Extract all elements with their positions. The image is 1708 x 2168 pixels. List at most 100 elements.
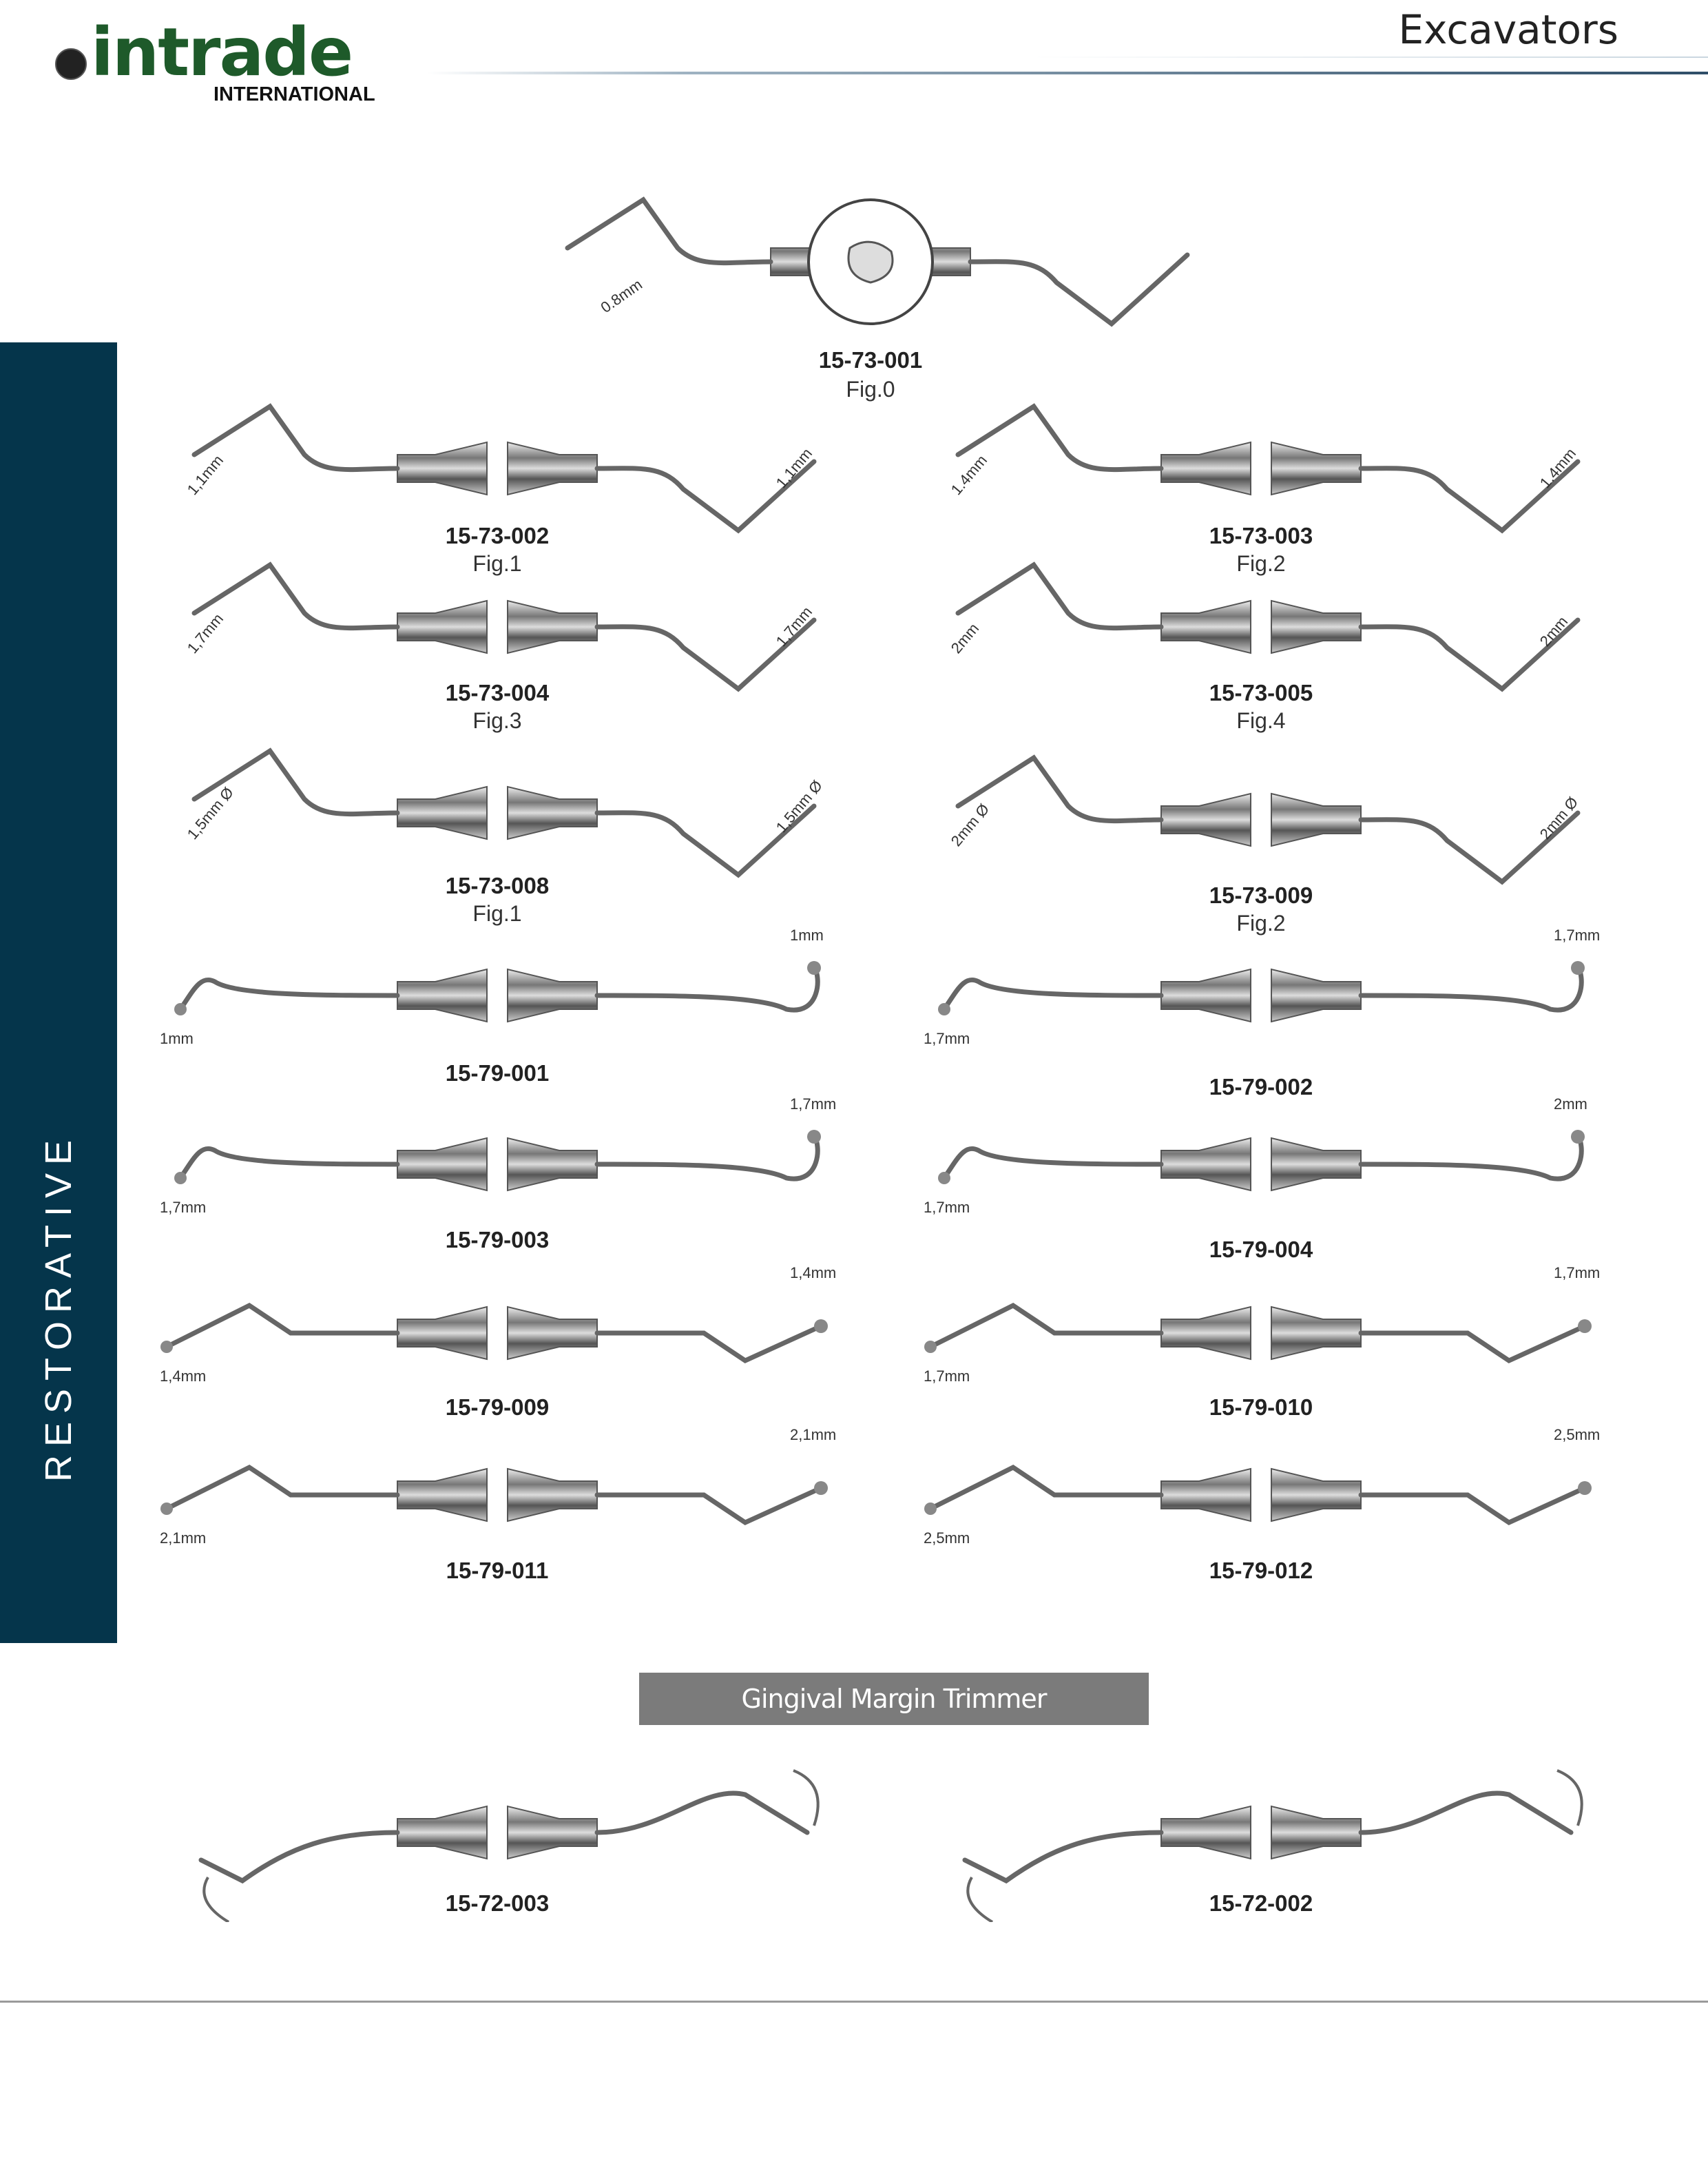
ball-tip-right xyxy=(814,1319,828,1333)
shaft-left xyxy=(178,978,400,1012)
tip-size-left: 1,7mm xyxy=(184,610,227,657)
handle-left xyxy=(397,1467,488,1522)
handle-right xyxy=(507,1137,598,1192)
shaft-left xyxy=(164,1464,400,1511)
tip-size-right: 1mm xyxy=(790,927,824,944)
handle-left xyxy=(397,599,488,654)
product-code: 15-73-004 xyxy=(445,680,550,705)
product-code: 15-73-001 xyxy=(818,347,923,373)
handle-right xyxy=(507,1805,598,1860)
header-divider-light xyxy=(1033,56,1708,58)
shaft-left xyxy=(928,1464,1164,1511)
product-code: 15-73-005 xyxy=(1209,680,1313,705)
handle-left xyxy=(397,441,488,496)
ball-tip-left xyxy=(174,1172,187,1184)
ball-tip-left xyxy=(160,1503,173,1515)
tip-size-right: 1,4mm xyxy=(790,1264,836,1281)
shaft-right xyxy=(594,459,817,534)
shaft-right xyxy=(594,1323,824,1363)
intrade-logo: intrade INTERNATIONAL xyxy=(54,19,377,108)
handle-left xyxy=(1160,441,1251,496)
shaft-left xyxy=(178,1146,400,1181)
shaft-right xyxy=(1358,965,1584,1013)
ball-tip-right xyxy=(1578,1319,1592,1333)
footer-divider xyxy=(0,2001,1708,2003)
tip-size-right: 2,1mm xyxy=(790,1426,836,1443)
ball-tip-right xyxy=(807,961,821,975)
handle-left xyxy=(397,1805,488,1860)
shaft-left xyxy=(941,1146,1164,1181)
tip-size-left: 2,5mm xyxy=(924,1529,970,1547)
shaft-left xyxy=(941,978,1164,1012)
shaft-left xyxy=(928,1302,1164,1350)
handle-right xyxy=(1271,599,1362,654)
header-divider xyxy=(427,72,1708,74)
shaft-right xyxy=(1358,459,1581,534)
shaft-right xyxy=(1358,1134,1584,1181)
section-banner: Gingival Margin Trimmer xyxy=(639,1673,1149,1725)
tip-size-left: 1,1mm xyxy=(184,452,227,499)
category-sidebar: RESTORATIVE xyxy=(0,342,117,1643)
tip-size-right: 1,7mm xyxy=(1554,927,1600,944)
shaft-left xyxy=(962,1830,1164,1884)
trimmer-arc-right xyxy=(1556,1769,1583,1826)
shaft-left xyxy=(565,196,773,266)
tip-size-left: 2mm Ø xyxy=(948,801,993,849)
handle-left xyxy=(1160,792,1251,847)
product-12-illustration: 2,1mm 2,1mm xyxy=(160,1426,836,1547)
product-code: 15-73-002 xyxy=(445,523,550,548)
page-title: Excavators xyxy=(1398,6,1618,53)
shaft-right xyxy=(1358,1323,1587,1363)
handle-right xyxy=(1271,968,1362,1023)
ball-tip-left xyxy=(938,1003,950,1015)
figure-label: Fig.2 xyxy=(1236,551,1286,576)
handle-left xyxy=(1160,599,1251,654)
handle-left xyxy=(1160,1305,1251,1361)
tip-size-left: 1mm xyxy=(160,1030,194,1047)
handle-right xyxy=(507,1305,598,1361)
shaft-right xyxy=(594,1134,820,1181)
product-code: 15-79-001 xyxy=(445,1060,550,1086)
handle-left xyxy=(397,1137,488,1192)
product-6-illustration: 1mm 1mm xyxy=(160,927,824,1047)
shaft-left xyxy=(955,754,1164,824)
ball-tip-left xyxy=(160,1341,173,1353)
ball-tip-right xyxy=(1578,1481,1592,1495)
shaft-left xyxy=(198,1830,400,1884)
ball-tip-left xyxy=(938,1172,950,1184)
tip-size-right: 1,7mm xyxy=(790,1095,836,1113)
tip-size-right: 2mm xyxy=(1554,1095,1587,1113)
shaft-right xyxy=(1358,1790,1574,1835)
tip-size-right: 1,5mm Ø xyxy=(773,777,826,836)
tip-size-left: 2,1mm xyxy=(160,1529,206,1547)
product-8-illustration: 1,7mm 1,7mm xyxy=(160,1095,836,1216)
figure-label: Fig.1 xyxy=(472,551,522,576)
trimmer-0-illustration xyxy=(198,1769,820,1922)
trimmer-arc-left xyxy=(202,1877,230,1922)
handle-left xyxy=(1160,968,1251,1023)
ball-tip-right xyxy=(1571,961,1585,975)
tip-size-left: 1,7mm xyxy=(924,1030,970,1047)
shaft-left xyxy=(955,403,1164,473)
ball-tip-right xyxy=(1571,1130,1585,1144)
product-code: 15-79-010 xyxy=(1209,1394,1313,1420)
handle-right xyxy=(1271,1137,1362,1192)
shaft-right xyxy=(968,252,1190,327)
ball-tip-left xyxy=(174,1003,187,1015)
tip-size-left: 1,7mm xyxy=(160,1199,206,1216)
handle-left xyxy=(1160,1805,1251,1860)
shaft-right xyxy=(594,1485,824,1525)
product-code: 15-73-003 xyxy=(1209,523,1313,548)
product-code: 15-73-009 xyxy=(1209,882,1313,908)
handle-left xyxy=(397,1305,488,1361)
featured-instrument-illustration: 0.8mm xyxy=(565,196,1190,327)
shaft-right xyxy=(1358,810,1581,885)
shaft-left xyxy=(955,561,1164,631)
logo-subtitle: INTERNATIONAL xyxy=(214,83,375,105)
figure-label: Fig.2 xyxy=(1236,911,1286,936)
